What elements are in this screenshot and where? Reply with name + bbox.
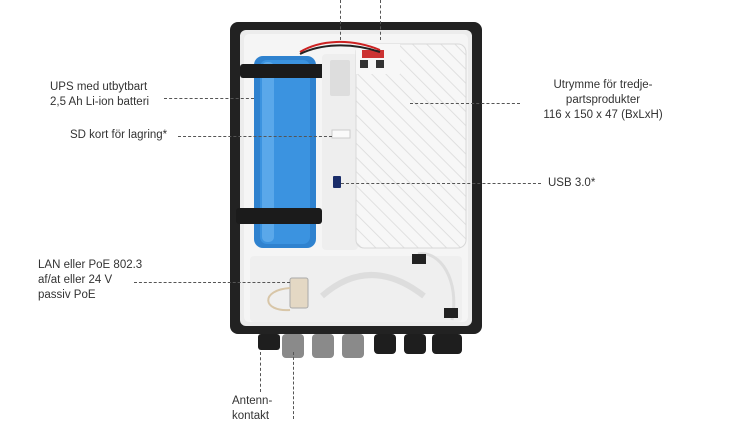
sd-slot <box>331 129 351 139</box>
lan-leader <box>134 282 290 283</box>
space-leader <box>410 103 520 104</box>
top-leader-1 <box>340 0 341 40</box>
space-label: Utrymme för tredje- partsprodukter 116 x… <box>543 79 663 121</box>
ups-label: UPS med utbytbart 2,5 Ah Li-ion batteri <box>50 81 150 108</box>
antenna-label: Antenn- kontakt <box>232 395 273 422</box>
center-column <box>322 54 358 250</box>
usb-label: USB 3.0* <box>548 177 596 189</box>
antenna-leader-2 <box>293 352 294 419</box>
lan-label: LAN eller PoE 802.3 af/at eller 24 V pas… <box>38 259 143 301</box>
usb-port <box>333 176 341 188</box>
third-party-space <box>355 43 467 249</box>
antenna-leader-1 <box>260 352 261 392</box>
top-leader-2 <box>380 0 381 40</box>
battery <box>236 56 332 248</box>
cable-glands <box>258 334 462 358</box>
usb-leader <box>341 183 541 184</box>
sd-label: SD kort för lagring* <box>70 129 168 141</box>
ups-leader <box>164 98 254 99</box>
lan-jack <box>289 277 309 309</box>
sd-leader <box>178 136 332 137</box>
